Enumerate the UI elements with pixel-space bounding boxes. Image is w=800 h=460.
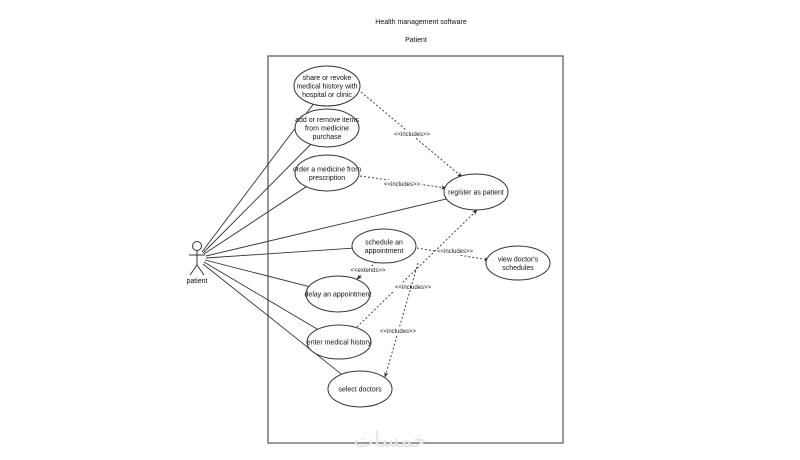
association-patient-enter xyxy=(203,261,318,330)
association-patient-order xyxy=(203,186,307,255)
system-boundary-label: Patient xyxy=(405,37,427,44)
relationship-label: <<extends>> xyxy=(350,268,386,274)
use-case-ellipse xyxy=(293,65,361,107)
use-case-label: share or revoke xyxy=(303,75,352,82)
relationship-lines: <<includes>> <<includes>> <<includes>> <<ex… xyxy=(349,91,490,378)
label-background xyxy=(394,283,432,291)
use-case-ellipse xyxy=(351,228,417,264)
label-background xyxy=(393,130,431,138)
use-case-label: appointment xyxy=(365,248,404,255)
association-patient-register xyxy=(205,198,447,257)
rel-enter-register: <<includes>> xyxy=(356,209,478,328)
use-cases: share or revoke medical history withhospi… xyxy=(293,65,551,408)
use-case-label: register as patient xyxy=(448,190,504,197)
use-case-label: view doctor's xyxy=(498,256,539,263)
system-boundary xyxy=(267,55,564,444)
use-case-label: schedule an xyxy=(365,239,403,246)
rel-schedule-view: <<includes>> xyxy=(416,247,490,262)
use-case-label: medical history with xyxy=(296,84,357,91)
rel-schedule-select: <<includes>> xyxy=(379,262,419,378)
use-case-label: schedules xyxy=(502,265,534,272)
diagram-title: Health management software xyxy=(375,19,467,26)
use-case-schedule[interactable]: schedule an appointment xyxy=(351,228,417,264)
label-background xyxy=(436,247,474,255)
use-case-ellipse xyxy=(327,370,393,408)
use-case-label: prescription xyxy=(309,175,345,182)
use-case-label: from medicine xyxy=(305,126,349,133)
watermark-text: خمسات xyxy=(353,428,426,453)
dependency-arrow xyxy=(359,175,447,190)
use-case-label: delay an appointment xyxy=(305,292,372,299)
use-case-enter[interactable]: enter medical history xyxy=(306,324,372,360)
rel-order-register: <<includes>> xyxy=(359,175,447,190)
use-case-ellipse xyxy=(306,324,372,360)
rel-schedule-delay: <<extends>> xyxy=(349,261,387,280)
use-case-ellipse xyxy=(294,154,360,192)
association-patient-delay xyxy=(204,259,309,287)
relationship-label: <<includes>> xyxy=(395,285,432,291)
use-case-delay[interactable]: delay an appointment xyxy=(305,275,372,313)
dependency-arrow xyxy=(384,262,419,378)
use-case-label: add or remove items xyxy=(295,117,359,124)
use-case-ellipse xyxy=(305,275,371,313)
relationship-label: <<includes>> xyxy=(394,132,431,138)
use-case-ellipse xyxy=(443,173,509,211)
use-case-label: hospital or clinic xyxy=(302,92,352,99)
use-case-label: enter medical history xyxy=(307,340,372,347)
use-case-label: order a medicine from xyxy=(293,166,361,173)
actor-patient[interactable]: patient xyxy=(186,241,208,286)
label-background xyxy=(349,266,387,274)
actor-label: patient xyxy=(186,278,207,285)
relationship-label: <<includes>> xyxy=(380,329,417,335)
label-background xyxy=(379,327,417,335)
use-case-register[interactable]: register as patient xyxy=(443,173,509,211)
association-patient-addremove xyxy=(202,144,312,254)
association-patient-select xyxy=(202,263,342,375)
use-case-ellipse xyxy=(485,245,551,281)
use-case-label: select doctors xyxy=(338,387,382,394)
use-case-select[interactable]: select doctors xyxy=(327,370,393,408)
use-case-label: purchase xyxy=(313,134,342,141)
association-patient-schedule xyxy=(205,247,353,259)
stick-figure-icon xyxy=(189,241,205,276)
use-case-share[interactable]: share or revoke medical history withhospi… xyxy=(293,65,361,107)
rel-share-register: <<includes>> xyxy=(360,91,463,178)
label-background xyxy=(383,180,421,188)
use-case-viewsched[interactable]: view doctor's schedules xyxy=(485,245,551,281)
use-case-order[interactable]: order a medicine from prescription xyxy=(293,154,361,192)
relationship-label: <<includes>> xyxy=(384,182,421,188)
use-case-ellipse xyxy=(294,108,360,148)
relationship-label: <<includes>> xyxy=(437,249,474,255)
